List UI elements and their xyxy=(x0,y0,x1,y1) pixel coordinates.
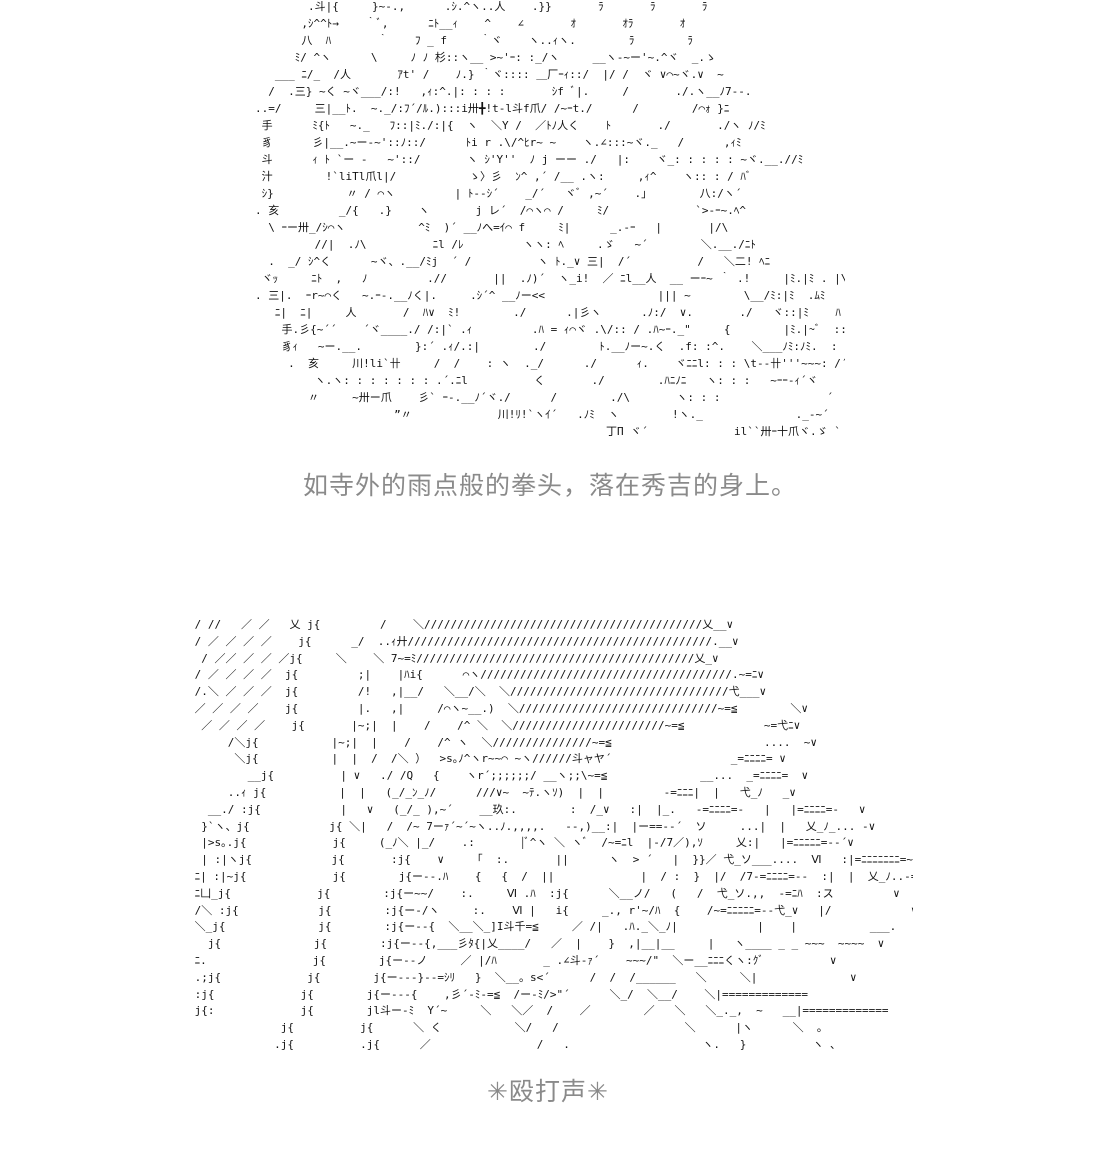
ascii-art-line: ／ ／ ／ ／ j{ |. ,| /⌒ヽ~__.) ＼/////////////… xyxy=(188,702,809,715)
ascii-art-line: :j{ j{ j{ー---{ ,彡´-ﾐ-=≦ /ー-ﾐ/>"´ ＼_/ ＼__… xyxy=(188,987,809,1001)
ascii-art-line: . 三|. ｰr~⌒く ~.ｰ-.__ﾉく|. .ｼ´^ __ﾉー<< ||| … xyxy=(255,289,826,302)
ascii-art-line: ヽ.ヽ: : : : : : : .´.ﾆl く ./ .ﾊﾆﾉﾆ ヽ: : :… xyxy=(314,374,818,387)
ascii-art-line: / ／ ／ ／ ／ j{ ;| |ﾊi{ ⌒ヽ/////////////////… xyxy=(188,668,764,682)
ascii-art-line: ___ ﾆ/_ /人 ｱt' / ﾉ.} ｀ヾ:::: ＿厂ｰｨ::/ |/ /… xyxy=(255,68,724,81)
ascii-art-line: /.＼ ／ ／ ／ j{ /! ,|__/ ＼__/＼ ＼///////////… xyxy=(188,685,767,699)
ascii-art-line: ﾆ| :|~j{ j{ j{ー--.ﾊ { { / || | / : } |/ … xyxy=(188,870,913,883)
ascii-art-line: ﾐ/ ^ヽ \ ﾉ ﾉ 杉::ヽ__ >~'ｰ: :_/ヽ __ヽ-~ー'~.^… xyxy=(255,51,716,64)
ascii-art-line: ”〃 川!ﾘ!`ヽｲ´ .ﾉﾐ ヽ !ヽ._ ._-~´ xyxy=(255,408,829,421)
ascii-art-fight-scene: .斗|{ }~-., .ｼ.^ヽ..人 .}} ﾗ ﾗ ﾗ ,ｼ^^ﾄ→ ｀ﾞ,… xyxy=(255,0,845,445)
ascii-art-beating-scene: / // ／ ／ 乂 j{ / ＼///////////////////////… xyxy=(188,618,913,1056)
ascii-art-line: /＼ :j{ j{ :j{ー-/ヽ :. Ⅵ | i{ _., r'~/ﾊ { … xyxy=(188,903,913,917)
caption-sound-effect: ✳殴打声✳ xyxy=(487,1077,609,1106)
ascii-art-line: j{: j{ jl斗ー-ﾐ Y´~ ＼ ＼／ / ／ ／ ＼ ＼_._, ~ _… xyxy=(188,1004,889,1018)
ascii-art-line: __j{ | ∨ ./ /Q { ヽr´;;;;;;/ __ヽ;;\~=≦ __… xyxy=(188,769,809,783)
ascii-art-line: ﾆ凵_j{ j{ :j{ー~~/ :. Ⅵ .ﾊ :j{ ＼__ノ/ ( / 弋… xyxy=(188,886,900,900)
ascii-art-line: . 亥 _/{ .} ヽ j レ´ /⌒ヽ⌒ / ﾐ/ `>-ｰ~.ﾍ^ xyxy=(255,204,746,217)
caption-narration: 如寺外的雨点般的拳头，落在秀吉的身上。 xyxy=(302,471,797,500)
ascii-art-line: 八 ﾊ ｀ ﾌ _ f ｀ヾ ヽ..ｨヽ. ﾗ ﾗ xyxy=(255,34,693,47)
ascii-art-line: ﾆ| ﾆ| 人 / ﾊ∨ ﾐ! ./ .|彡ヽ .ﾉ:/ ∨. ./ ヾ::|ﾐ… xyxy=(255,306,845,319)
ascii-art-line: ﾆ. j{ j{ー--ノ ／ |/ﾊ _ .∠斗-ｧ´ ~~~/" ＼ー__ﾆﾆ… xyxy=(188,954,837,967)
ascii-art-line: \ ｰー卅_/ｼ⌒ヽ ^ﾐ )´ __ﾉへ=ｲ⌒ f ﾐ| _.-ｰ | |/\ xyxy=(255,221,729,234)
ascii-art-line: ..ｨ j{ | | (_/_ﾝ_ﾉ/ ///∨~ ~ﾃ.ヽｿ) | | -=ﾆ… xyxy=(188,786,796,799)
ascii-art-line: 〃 ~卅ー爪 彡` ｰ-.__ﾉ´ヾ./ / ./\ ヽ: : : ´ /ﾐ, xyxy=(255,391,845,404)
ascii-art-line: /＼j{ |~;| | / /^ ヽ ＼///////////////~=≦ .… xyxy=(188,735,818,749)
ascii-art-line: 豸ｨ ~ー.__. }:´ .ｨ/.:| ./ ﾄ.__ﾉー~.く .f: :^… xyxy=(255,340,845,353)
ascii-art-line: / .三} ~く ~ヾ___/:! ,ｨ:^.|: : : : ｼf ﾞ|. /… xyxy=(255,85,752,98)
ascii-art-line: __./ :j{ | ∨ (_/_ ),~´ __玖:. : /_∨ :| |_… xyxy=(188,802,866,816)
ascii-art-line: ＼j{ | | / /＼ ） >s｡ﾉ^ヽr~~⌒ ~ヽ//////斗ャヤ´ _… xyxy=(188,752,786,766)
ascii-art-line: ,ｼ^^ﾄ→ ｀ﾞ, ﾆﾄ__ｨ ^ ∠ ｵ ｵﾗ ｵ xyxy=(255,17,686,30)
ascii-art-line: .j{ .j{ ／ / . ヽ. } ヽ ､ xyxy=(188,1038,836,1051)
ascii-art-line: ..=/ 三|__ﾄ. ~._/:ﾌ´/ﾙ.):::i卅╋!t-l斗f爪/ /~… xyxy=(255,102,730,115)
ascii-art-line: ｼ} 〃 / ⌒ヽ | ﾄ--ｼ´ _/´ ヾﾞ ,~´ .｣ 八:/ヽ´ xyxy=(255,187,742,200)
ascii-art-line: / ／／ ／ ／ ／j{ ＼ ＼ 7~=ﾐ///////////////////… xyxy=(188,651,719,665)
ascii-art-line: ＼_j{ j{ :j{ー--{ ＼__＼_]I斗千=≦ ／ /| .ﾊ._＼_ﾉ… xyxy=(188,920,913,934)
ascii-art-line: }`ヽ、j{ j{ ＼| / /~ 7ーｧ´~´~ヽ..ﾉ.,,,,. --,)… xyxy=(188,819,876,833)
ascii-art-line: j{ j{ ＼ く ＼/ / ＼ |ヽ ＼ ｡ xyxy=(188,1021,823,1035)
ascii-art-line: 斗 ｨ ﾄ `ー - ~'::/ ヽ ｼ'Y'' ﾉ j ーー ./ |: ヾ_… xyxy=(255,153,804,166)
ascii-art-line: .;j{ j{ j{ー---}--=ｼﾘ } ＼__。s<´ / / /____… xyxy=(188,970,857,984)
ascii-art-line: //| .ﾉ\ ﾆl /ﾚ ヽヽ: ﾍ .ゞ ~´ ＼.__./ﾆﾄ xyxy=(255,238,756,251)
ascii-art-line: 豸 彡|__.~ー-~'::ﾉ::/ ﾄi r .\/^ﾋr~ ~ ヽ.∠:::… xyxy=(255,136,742,149)
ascii-art-line: .斗|{ }~-., .ｼ.^ヽ..人 .}} ﾗ ﾗ ﾗ xyxy=(255,0,708,13)
ascii-art-line: j{ j{ :j{ー--{,___彡ﾀ{|乂____/ ／ | } ,|__|_… xyxy=(188,937,885,951)
ascii-art-line: ヾｯ ﾆﾄ , ﾉ .// || .ﾉ)´ ヽ_i! ／ ﾆl__人 __ ーｰ… xyxy=(255,272,845,285)
ascii-art-line: 汁 !`liTl爪l|/ ゝ〉彡 ﾝ^ ,´ /__ .ヽ: ,ｨ^ ヽ:: :… xyxy=(255,170,752,183)
ascii-art-line: |>s｡.j{ j{ (_ﾉ＼ |_/ .: |ﾞ^ヽ ＼ ヽﾞ /~=ﾆl |… xyxy=(188,836,854,850)
ascii-art-line: | :|ヽj{ j{ :j{ ∨ ｢ :. || ヽ > ´ | }}／ 弋_ソ… xyxy=(188,853,913,867)
ascii-art-line: 手.彡{~´´ ´ヾ____./ /:|` .ｨ .ﾊ = ｨ⌒ヾ .\/:: … xyxy=(255,323,845,336)
ascii-art-line: 丁Π ヾ´ il``卅ｰ十爪ヾ.ゞ ` xyxy=(255,425,841,438)
ascii-art-line: / // ／ ／ 乂 j{ / ＼///////////////////////… xyxy=(188,618,734,631)
ascii-art-line: / ／ ／ ／ ／ j{ _/ ..ｨ廾////////////////////… xyxy=(188,634,739,648)
ascii-art-line: . _/ ｼ^く ~ヾ、.__/ﾐj ´ / ヽ ﾄ._∨ 三| /´ / ＼二… xyxy=(255,255,771,268)
ascii-art-line: 手 ﾐ{ﾄ ~._ ﾌ::|ﾐ./:|{ ヽ ＼Y / ／ﾄﾉ人く ﾄ ./ .… xyxy=(255,119,766,132)
ascii-art-line: . 亥 川!li`卄 / / : ヽ ._/ ./ ｨ. ヾﾆﾆl: : : \… xyxy=(288,357,845,370)
ascii-art-line: ／ ／ ／ ／ j{ |~;| | / /^ ＼ ＼//////////////… xyxy=(188,718,801,732)
